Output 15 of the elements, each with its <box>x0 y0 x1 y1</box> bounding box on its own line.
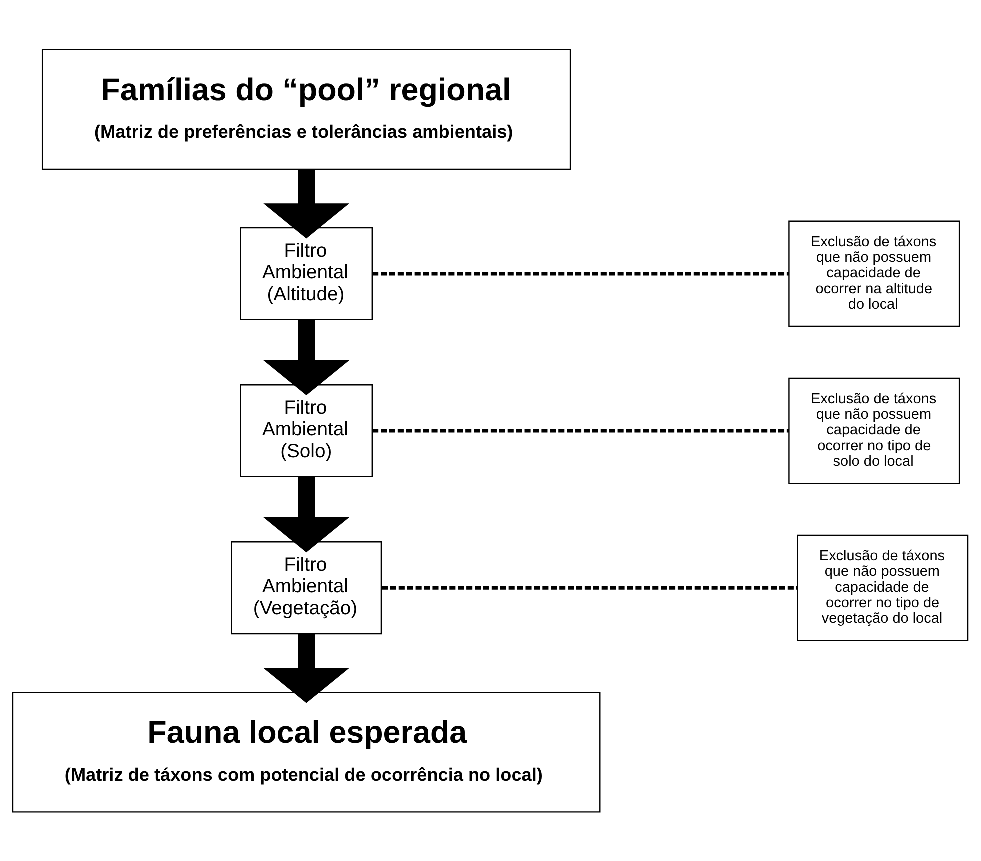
arrow <box>264 169 350 238</box>
node-box: Exclusão de táxons que não possuem capacidade de ocorrer na altitude do local <box>788 220 960 327</box>
connector <box>372 428 790 432</box>
node-box: Filtro Ambiental (Vegetação) <box>231 541 382 634</box>
node-box: Filtro Ambiental (Solo) <box>240 384 373 478</box>
connector <box>372 272 790 276</box>
arrow <box>264 476 350 552</box>
node-box: Famílias do “pool” regional (Matriz de preferências e tolerâncias ambientais) <box>42 48 572 170</box>
arrow <box>264 634 350 703</box>
node-box: Exclusão de táxons que não possuem capacidade de ocorrer no tipo de solo do local <box>788 377 960 484</box>
node-box: Exclusão de táxons que não possuem capacidade de ocorrer no tipo de vegetação do local <box>797 534 969 641</box>
node-box: Filtro Ambiental (Altitude) <box>240 226 373 320</box>
connector <box>382 586 798 590</box>
node-box: Fauna local esperada (Matriz de táxons com potencial de ocorrência no local) <box>12 691 601 812</box>
arrow <box>264 319 350 396</box>
